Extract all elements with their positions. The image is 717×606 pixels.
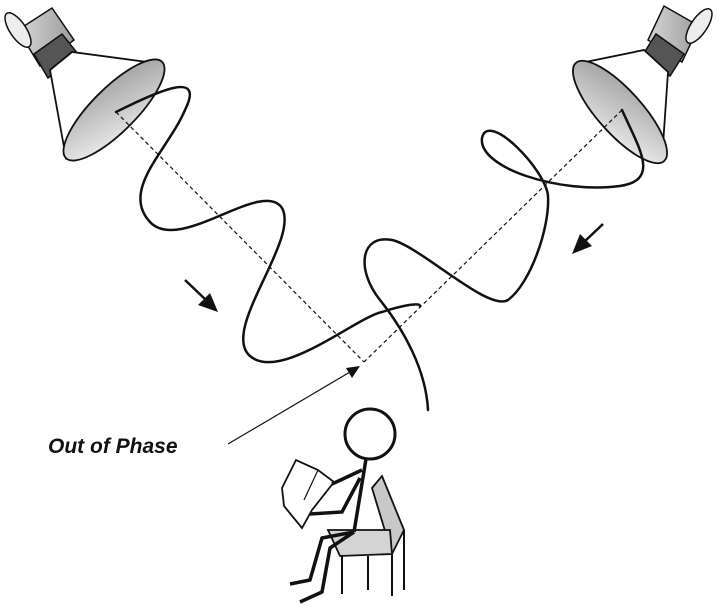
right-direction-arrow-icon [572,223,604,254]
right-spotlight-icon [572,4,713,165]
right-wave-icon [363,108,645,412]
right-beam-axis [363,109,623,363]
person-reading-icon [281,407,397,604]
phase-label: Out of Phase [48,435,178,458]
left-direction-arrow-icon [184,279,218,312]
chair-icon [326,474,405,596]
left-beam-axis [115,111,365,363]
left-wave-icon [114,85,422,364]
left-spotlight-icon [4,6,166,162]
phase-label-leader [227,366,360,445]
